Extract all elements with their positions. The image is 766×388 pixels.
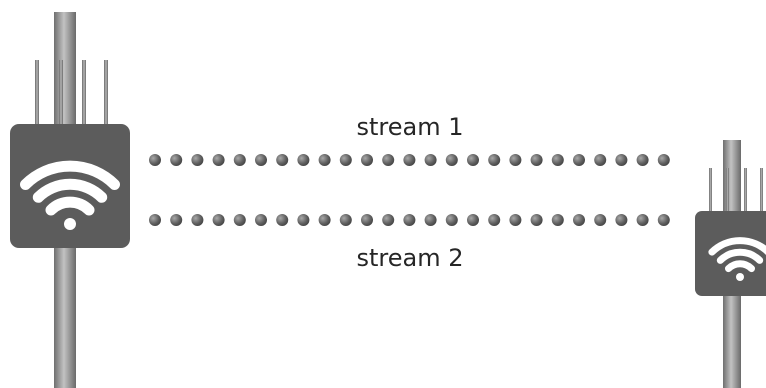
left-antenna-4 (104, 60, 108, 128)
stream-1-dot (551, 154, 564, 166)
stream-2-dot (297, 214, 310, 226)
stream-2-dot (318, 214, 331, 226)
stream-1-dot (170, 154, 183, 166)
wifi-icon-dot (64, 218, 76, 230)
stream-1-dot (149, 154, 161, 166)
right-antenna-4 (760, 168, 763, 214)
stream-1-dot (361, 154, 373, 166)
stream-2-dot (361, 214, 373, 226)
wifi-icon-dot (736, 273, 744, 281)
right-antenna-1 (709, 168, 712, 214)
stream-1-dot (530, 154, 543, 166)
stream-2-dot (551, 214, 564, 226)
stream-1-label: stream 1 (356, 113, 463, 141)
stream-2-dot (467, 214, 479, 226)
stream-1-dot (339, 154, 352, 166)
stream-2-dot (488, 214, 501, 226)
stream-2-label: stream 2 (356, 244, 463, 272)
stream-1-dot (403, 154, 416, 166)
stream-2-dot (424, 214, 437, 226)
stream-1-dot (636, 154, 649, 166)
stream-2-dot (191, 214, 204, 226)
stream-2-dot (255, 214, 267, 226)
stream-2-dot (403, 214, 416, 226)
stream-1-dot (382, 154, 395, 166)
stream-1-dot (594, 154, 607, 166)
stream-2-dot (382, 214, 395, 226)
stream-1-dot (424, 154, 437, 166)
stream-2-dot (276, 214, 289, 226)
stream-1-dot (467, 154, 479, 166)
stream-1-dot (318, 154, 331, 166)
stream-1-dots (149, 154, 670, 166)
stream-1-dot (191, 154, 204, 166)
stream-2-dots (149, 214, 670, 226)
stream-1-dot (276, 154, 289, 166)
stream-1-dot (297, 154, 310, 166)
stream-1-dot (233, 154, 246, 166)
stream-1-dot (657, 154, 670, 166)
stream-2-dot (530, 214, 543, 226)
stream-2-dot (594, 214, 607, 226)
stream-1-dot (445, 154, 458, 166)
stream-1-dot (573, 154, 585, 166)
wifi-icon (20, 160, 120, 216)
right-access-point (695, 140, 766, 388)
stream-1-dot (212, 154, 225, 166)
stream-1-dot (255, 154, 267, 166)
left-antenna-3 (82, 60, 86, 128)
stream-2-dot (339, 214, 352, 226)
stream-2-dot (573, 214, 585, 226)
left-antenna-1 (35, 60, 39, 128)
wifi-icon (708, 237, 766, 273)
stream-2-dot (509, 214, 522, 226)
stream-2-dot (212, 214, 225, 226)
left-antenna-2 (59, 60, 63, 128)
stream-2-dot (170, 214, 183, 226)
stream-2-dot (657, 214, 670, 226)
stream-1-dot (509, 154, 522, 166)
stream-2-dot (233, 214, 246, 226)
stream-2-dot (615, 214, 628, 226)
right-antenna-3 (744, 168, 747, 214)
right-antenna-2 (726, 168, 729, 214)
stream-1-dot (615, 154, 628, 166)
stream-1-dot (488, 154, 501, 166)
stream-2-dot (445, 214, 458, 226)
stream-2-dot (636, 214, 649, 226)
left-access-point (10, 12, 130, 388)
stream-2-dot (149, 214, 161, 226)
